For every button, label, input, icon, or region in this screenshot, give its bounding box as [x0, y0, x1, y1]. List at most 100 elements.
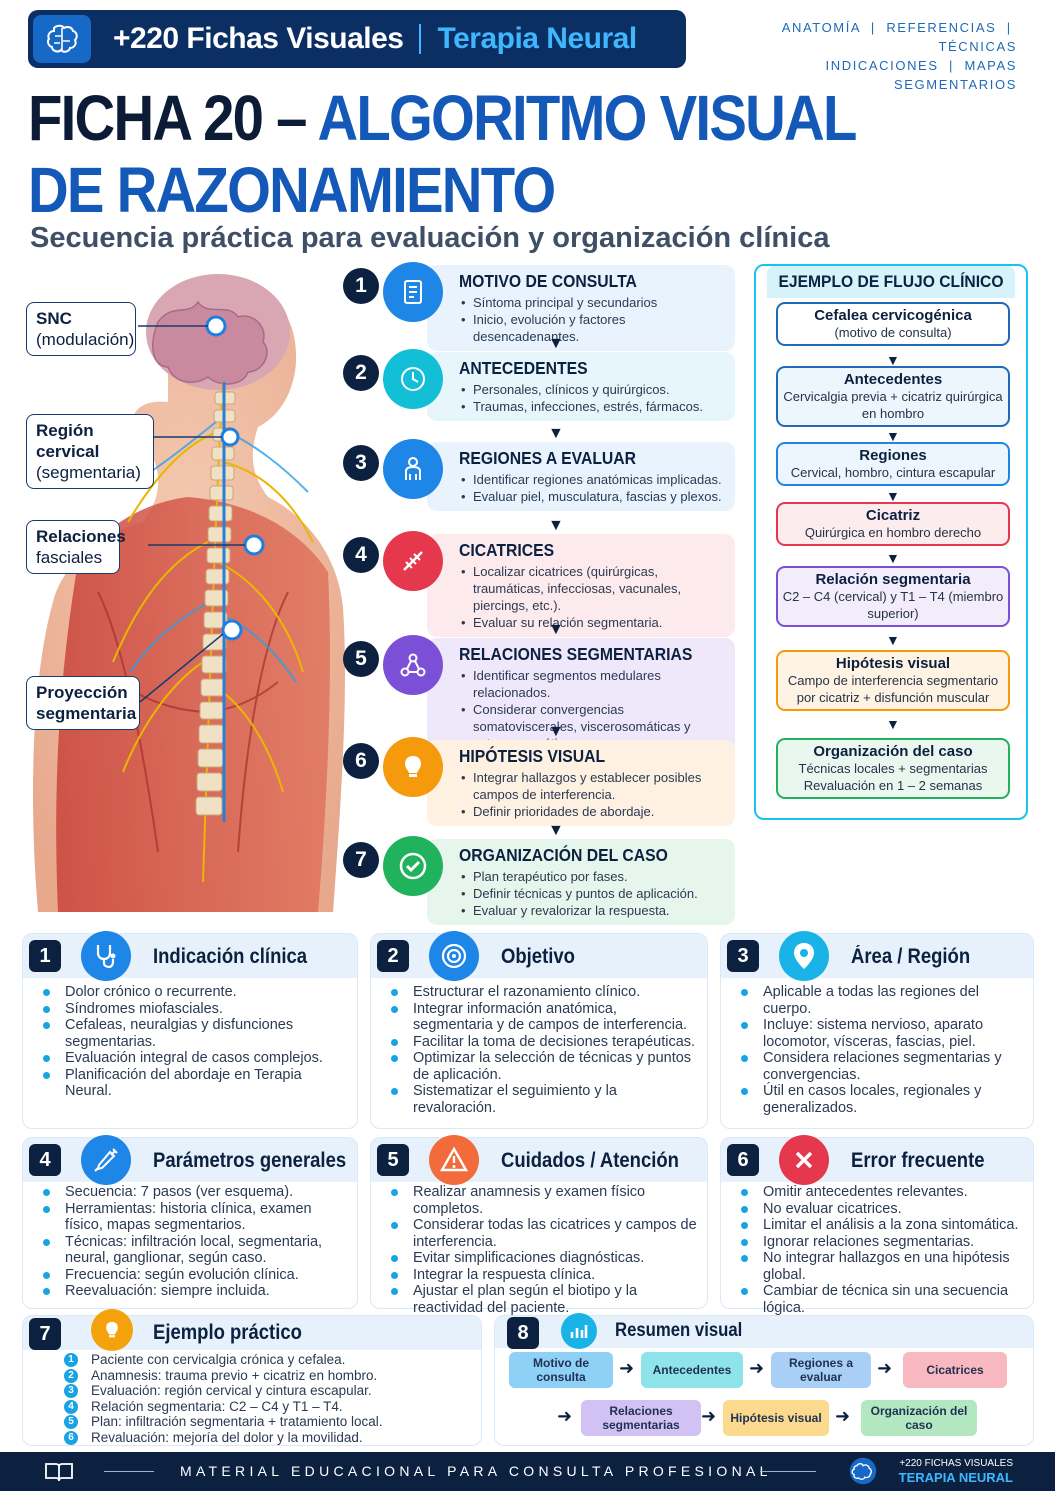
card-item: Realizar anamnesis y examen físico compl… — [391, 1184, 697, 1217]
arrow-down-icon: ▼ — [548, 822, 564, 839]
step-2: ANTECEDENTES Personales, clínicos y quir… — [343, 349, 743, 442]
step-7: ORGANIZACIÓN DEL CASO Plan terapéutico p… — [343, 836, 743, 936]
brand-title: +220 Fichas Visuales — [113, 22, 404, 55]
step-2-item: Traumas, infecciones, estrés, fármacos. — [459, 398, 727, 415]
step-5: RELACIONES SEGMENTARIAS Identificar segm… — [343, 635, 743, 758]
summary-box: Relaciones segmentarias — [581, 1400, 701, 1436]
flow-box-text: Técnicas locales + segmentarias Revaluac… — [798, 761, 988, 793]
step-5-title: RELACIONES SEGMENTARIAS — [459, 644, 693, 664]
flow-box-title: Hipótesis visual — [835, 655, 951, 672]
step-6-box: HIPÓTESIS VISUAL Integrar hallazgos y es… — [427, 740, 735, 826]
card-item: Herramientas: historia clínica, examen f… — [43, 1201, 347, 1234]
nav-indicaciones[interactable]: INDICACIONES — [825, 58, 939, 73]
example-text: Paciente con cervicalgia crónica y cefal… — [91, 1352, 346, 1367]
card-item: Planificación del abordaje en Terapia Ne… — [43, 1067, 347, 1100]
card-number: 5 — [377, 1144, 409, 1176]
brand-divider — [419, 24, 422, 54]
location-pin-icon — [779, 931, 829, 981]
card-number: 4 — [29, 1144, 61, 1176]
brain-logo-icon — [33, 15, 91, 63]
card-item: Técnicas: infiltración local, segmentari… — [43, 1234, 347, 1267]
arrow-down-icon: ▼ — [548, 425, 564, 442]
arrow-down-icon: ▼ — [886, 488, 900, 504]
flow-box-text: Cervicalgia previa + cicatriz quirúrgica… — [783, 389, 1003, 421]
flow-box-text: Cervical, hombro, cintura escapular — [790, 465, 996, 480]
card-item: Cambiar de técnica sin una secuencia lóg… — [741, 1283, 1023, 1316]
page-subtitle: Secuencia práctica para evaluación y org… — [30, 222, 830, 254]
card-item: No integrar hallazgos en una hipótesis g… — [741, 1250, 1023, 1283]
stethoscope-icon — [81, 931, 131, 981]
card-item: Sistematizar el seguimiento y la revalor… — [391, 1083, 697, 1116]
callout-cervical: Región cervical(segmentaria) — [26, 414, 154, 489]
network-icon — [383, 635, 443, 695]
card-item: Útil en casos locales, regionales y gene… — [741, 1083, 1023, 1116]
step-7-title: ORGANIZACIÓN DEL CASO — [459, 845, 668, 865]
footer-brand-line2: TERAPIA NEURAL — [898, 1470, 1013, 1485]
summary-box: Hipótesis visual — [723, 1400, 829, 1436]
title-part1: FICHA 20 – — [28, 82, 318, 154]
card-item: Síndromes miofasciales. — [43, 1001, 347, 1018]
footer-divider — [760, 1471, 816, 1472]
arrow-right-icon: ➜ — [749, 1358, 765, 1378]
flow-box-1: Cefalea cervicogénica(motivo de consulta… — [776, 302, 1010, 346]
callout-fascial-sub: fasciales — [36, 548, 103, 567]
step-4-number: 4 — [343, 537, 379, 573]
card-item: Reevaluación: siempre incluida. — [43, 1283, 347, 1300]
nav-mapas[interactable]: MAPAS SEGMENTARIOS — [894, 58, 1017, 92]
step-1-item: Síntoma principal y secundarios — [459, 294, 727, 311]
flow-box-title: Cefalea cervicogénica — [814, 307, 972, 324]
nav-tecnicas[interactable]: TÉCNICAS — [938, 39, 1017, 54]
card-title: Objetivo — [501, 945, 575, 968]
nav-anatomia[interactable]: ANATOMÍA — [781, 20, 861, 35]
step-6-title: HIPÓTESIS VISUAL — [459, 746, 606, 766]
step-1-item: Inicio, evolución y factores desencadena… — [459, 311, 727, 345]
callout-snc-title: SNC — [36, 309, 72, 328]
card-title: Parámetros generales — [153, 1149, 347, 1172]
warning-icon — [429, 1135, 479, 1185]
anatomy-illustration: SNC(modulación) Región cervical(segmenta… — [18, 262, 348, 912]
step-1: MOTIVO DE CONSULTA Síntoma principal y s… — [343, 262, 743, 352]
nav-referencias[interactable]: REFERENCIAS — [886, 20, 997, 35]
card-item: No evaluar cicatrices. — [741, 1201, 1023, 1218]
flow-box-text: (motivo de consulta) — [834, 325, 952, 340]
step-1-number: 1 — [343, 268, 379, 304]
step-4-box: CICATRICES Localizar cicatrices (quirúrg… — [427, 534, 735, 637]
scar-stitch-icon — [383, 531, 443, 591]
card-item: Omitir antecedentes relevantes. — [741, 1184, 1023, 1201]
card-cuidados: 5 Cuidados / Atención Realizar anamnesis … — [370, 1135, 708, 1316]
flow-box-title: Relación segmentaria — [815, 571, 971, 588]
footer-brand-line1: +220 FICHAS VISUALES — [899, 1458, 1013, 1469]
arrow-down-icon: ▼ — [548, 723, 564, 740]
card-title: Error frecuente — [851, 1149, 985, 1172]
step-7-item: Plan terapéutico por fases. — [459, 868, 727, 885]
card-item: Incluye: sistema nervioso, aparato locom… — [741, 1017, 1023, 1050]
arrow-down-icon: ▼ — [886, 550, 900, 566]
book-icon — [45, 1463, 73, 1482]
card-title: Cuidados / Atención — [501, 1149, 679, 1172]
callout-fascial-title: Relaciones — [36, 527, 126, 546]
step-6: HIPÓTESIS VISUAL Integrar hallazgos y es… — [343, 737, 743, 839]
callout-proyeccion-sub: segmentaria — [36, 704, 137, 723]
step-5-number: 5 — [343, 641, 379, 677]
header-banner: +220 Fichas Visuales Terapia Neural — [28, 10, 686, 68]
card-title: Área / Región — [851, 945, 971, 968]
bar-chart-icon — [561, 1313, 597, 1349]
example-text: Evaluación: región cervical y cintura es… — [91, 1383, 372, 1398]
step-5-item: Identificar segmentos medulares relacion… — [459, 667, 727, 701]
card-number: 8 — [507, 1317, 539, 1349]
example-text: Anamnesis: trauma previo + cicatriz en h… — [91, 1367, 378, 1383]
step-2-box: ANTECEDENTES Personales, clínicos y quir… — [427, 352, 735, 421]
summary-box: Cicatrices — [903, 1352, 1007, 1388]
example-text: Revaluación: mejoría del dolor y la movi… — [91, 1429, 363, 1445]
card-item: Evaluación integral de casos complejos. — [43, 1050, 347, 1067]
summary-box: Regiones a evaluar — [771, 1352, 871, 1388]
